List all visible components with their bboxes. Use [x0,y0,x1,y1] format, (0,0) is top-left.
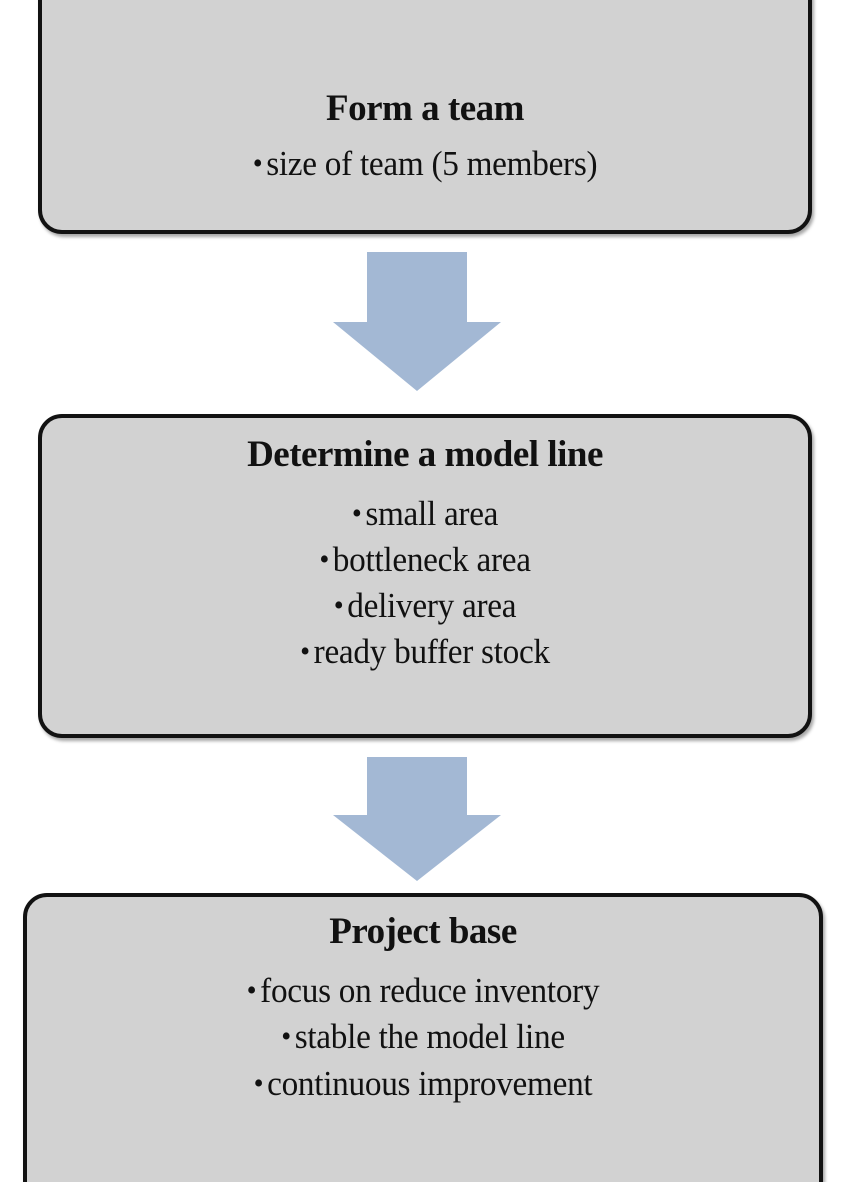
arrow-down-icon [331,755,503,883]
node-bullet-item: delivery area [61,583,789,629]
flowchart-node-project-base[interactable]: Project base focus on reduce inventory s… [23,893,823,1182]
node-bullet-item: stable the model line [47,1014,799,1061]
node-bullet-list: small area bottleneck area delivery area… [42,491,808,676]
node-bullet-item: size of team (5 members) [61,143,789,184]
node-bullet-item: small area [61,491,789,537]
node-title: Project base [329,911,517,952]
flowchart-node-form-a-team[interactable]: Form a team size of team (5 members) [38,0,812,234]
connector-arrow-1 [331,250,503,393]
node-bullet-list: size of team (5 members) [42,143,808,184]
node-bullet-item: continuous improvement [47,1061,799,1108]
flowchart-node-determine-a-model-line[interactable]: Determine a model line small area bottle… [38,414,812,738]
node-bullet-item: focus on reduce inventory [47,968,799,1015]
node-bullet-item: ready buffer stock [61,629,789,675]
node-title: Form a team [326,87,524,129]
connector-arrow-2 [331,755,503,883]
node-bullet-item: bottleneck area [61,537,789,583]
node-bullet-list: focus on reduce inventory stable the mod… [27,968,819,1108]
arrow-down-icon [331,250,503,393]
node-title: Determine a model line [247,434,603,475]
